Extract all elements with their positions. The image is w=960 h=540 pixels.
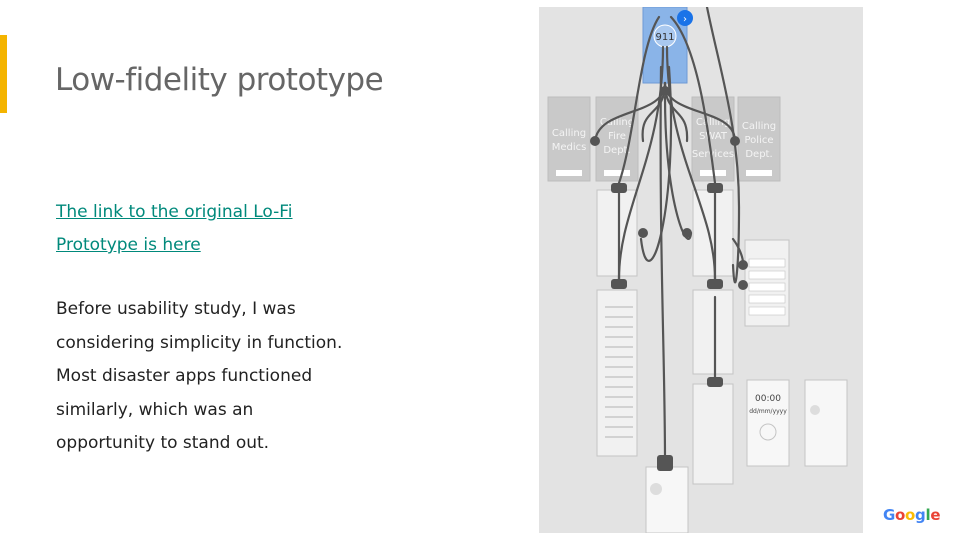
logo-letter: g	[915, 506, 926, 524]
emergency-number: 911	[655, 32, 674, 43]
body-line: similarly, which was an	[56, 399, 254, 420]
screen-label: Police	[745, 135, 774, 146]
google-logo: Google	[883, 506, 940, 524]
screen-label: Calling	[696, 117, 730, 128]
link-line-2[interactable]: Prototype is here	[56, 235, 201, 255]
accent-bar	[0, 35, 7, 113]
link-line-1[interactable]: The link to the original Lo-Fi	[56, 202, 293, 222]
screen-list-right	[692, 189, 790, 485]
logo-letter: G	[883, 506, 896, 524]
prototype-flow-diagram: Calling Medics Calling Fire Dept. Callin…	[547, 7, 848, 533]
body-line: Before usability study, I was	[56, 299, 296, 319]
screen-label: Dept.	[603, 145, 630, 156]
screen-home: 911 ›	[642, 7, 693, 84]
screen-bottom	[645, 466, 689, 533]
page-title: Low-fidelity prototype	[55, 62, 384, 98]
body-line: considering simplicity in function.	[56, 332, 343, 353]
screen-medics: Calling Medics	[547, 96, 591, 182]
logo-letter: e	[930, 506, 941, 524]
screen-label: SWAT	[699, 131, 728, 142]
screen-label: Fire	[608, 131, 626, 142]
screen-label: Medics	[552, 142, 587, 153]
screen-police: Calling Police Dept.	[737, 96, 781, 182]
body-paragraph: Before usability study, I was considerin…	[56, 293, 376, 461]
logo-letter: o	[895, 506, 906, 524]
date-text: dd/mm/yyyy	[749, 408, 787, 415]
body-line: opportunity to stand out.	[56, 433, 270, 453]
chevron-right-icon: ›	[683, 14, 687, 25]
screen-label: Calling	[552, 128, 586, 139]
flow-connectors	[593, 7, 745, 464]
screen-profile	[804, 379, 848, 467]
screen-label: Services	[692, 149, 734, 160]
screen-fire: Calling Fire Dept.	[595, 96, 639, 182]
timer-text: 00:00	[755, 394, 781, 404]
prototype-screenshot: Calling Medics Calling Fire Dept. Callin…	[539, 7, 863, 533]
screen-label: Calling	[600, 117, 634, 128]
body-line: Most disaster apps functioned	[56, 366, 313, 386]
screen-timer: 00:00 dd/mm/yyyy	[746, 379, 790, 467]
connector-nodes	[590, 86, 748, 471]
screen-list-left	[596, 189, 638, 457]
logo-letter: o	[905, 506, 916, 524]
screen-label: Dept.	[745, 149, 772, 160]
logo-letter: l	[925, 506, 931, 524]
lofi-prototype-link[interactable]: The link to the original Lo-Fi Prototype…	[56, 196, 336, 262]
screen-label: Calling	[742, 121, 776, 132]
